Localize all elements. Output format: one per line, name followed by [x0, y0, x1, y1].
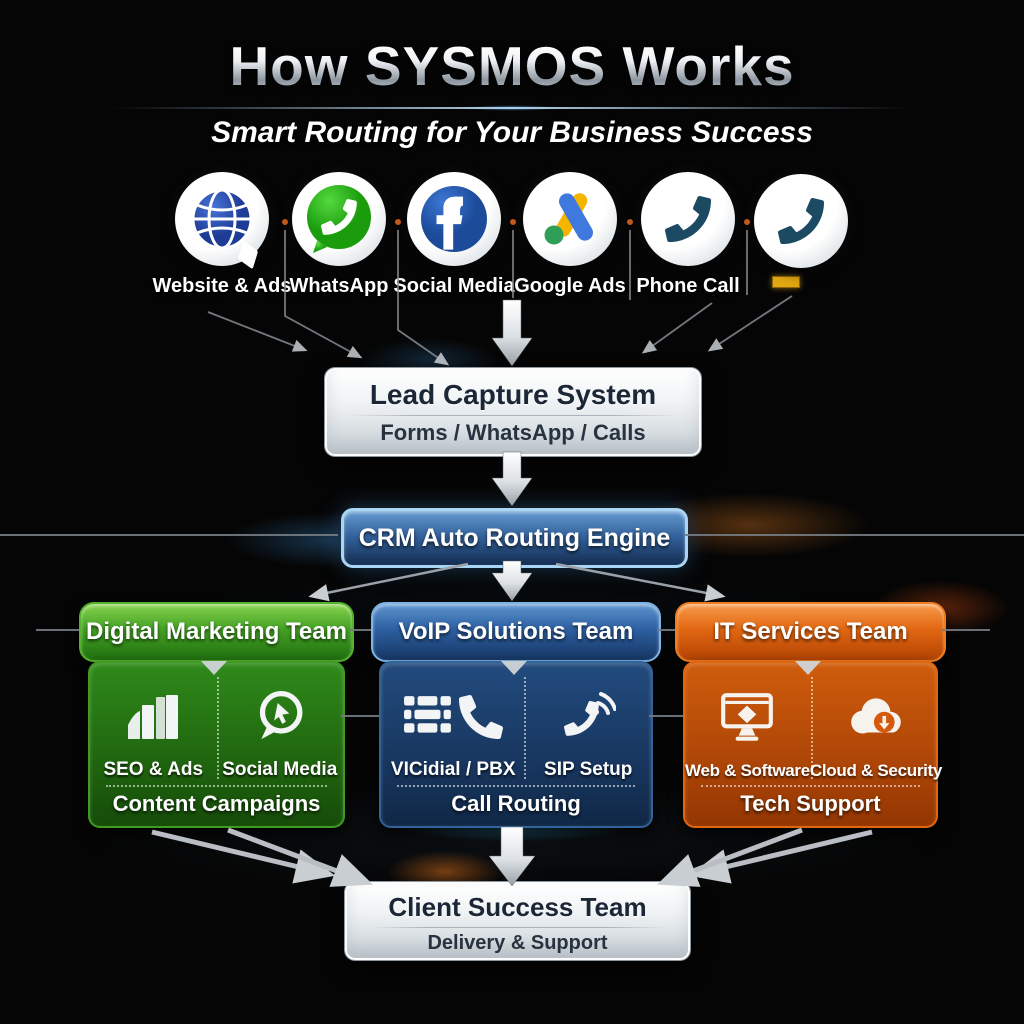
divider — [349, 415, 677, 416]
team-cell: Social Media — [217, 675, 344, 783]
cloud-download-icon — [845, 675, 907, 761]
source-google-ads: Google Ads — [500, 172, 640, 298]
team-cell: Cloud & Security — [810, 675, 942, 783]
cell-label: SEO & Ads — [103, 759, 204, 780]
chat-cursor-icon — [251, 675, 309, 759]
title-divider — [112, 105, 912, 111]
lead-capture-title: Lead Capture System — [369, 379, 657, 410]
team-footer: Content Campaigns — [112, 791, 321, 816]
page-title: How SYSMOS Works — [0, 34, 1024, 98]
team-name: Digital Marketing Team — [86, 618, 347, 645]
page-subtitle: Smart Routing for Your Business Success — [211, 116, 813, 149]
cell-label: Web & Software — [685, 761, 810, 780]
lead-capture-subtitle: Forms / WhatsApp / Calls — [380, 420, 646, 445]
team-cell: SIP Setup — [525, 675, 651, 783]
google-ads-glyph — [544, 193, 593, 245]
team-header-digital-marketing: Digital Marketing Team — [79, 602, 354, 662]
globe-icon — [191, 188, 253, 250]
phone-glyph — [665, 196, 711, 242]
yellow-marker — [772, 276, 800, 288]
client-success-box: Client Success Team Delivery & Support — [345, 882, 690, 960]
lead-capture-box: Lead Capture System Forms / WhatsApp / C… — [325, 368, 701, 456]
client-success-title: Client Success Team — [388, 892, 647, 922]
team-name: IT Services Team — [713, 618, 908, 645]
team-header-voip: VoIP Solutions Team — [371, 602, 661, 662]
team-cell: VICidial / PBX — [381, 675, 525, 783]
client-success-subtitle: Delivery & Support — [427, 932, 608, 954]
team-body-it-services: Web & Software — [683, 661, 942, 828]
vertical-divider — [524, 677, 527, 779]
horizontal-divider — [397, 785, 635, 787]
team-cell: SEO & Ads — [90, 675, 217, 783]
divider — [369, 927, 666, 928]
team-body-digital-marketing: SEO & Ads Social Media Content Campaigns — [88, 661, 345, 828]
bar-chart-icon — [124, 675, 182, 759]
cell-label: VICidial / PBX — [390, 759, 516, 780]
google-ads-icon — [523, 172, 617, 266]
whatsapp-icon — [292, 172, 386, 266]
phone-glyph — [778, 198, 824, 244]
cell-label: Social Media — [222, 759, 338, 780]
vertical-divider — [216, 677, 219, 779]
horizontal-divider — [701, 785, 920, 787]
facebook-icon — [407, 172, 501, 266]
source-phone-2 — [731, 174, 871, 277]
horizontal-divider — [106, 785, 327, 787]
source-website-ads: Website & Ads — [152, 172, 292, 298]
team-footer: Tech Support — [740, 791, 881, 816]
crm-routing-box: CRM Auto Routing Engine — [341, 508, 688, 568]
team-header-it-services: IT Services Team — [675, 602, 946, 662]
vertical-divider — [810, 677, 813, 779]
cell-label: SIP Setup — [544, 759, 633, 780]
monitor-diamond-icon — [718, 675, 776, 761]
team-name: VoIP Solutions Team — [398, 618, 634, 645]
whatsapp-glyph — [307, 185, 371, 253]
team-footer: Call Routing — [451, 791, 581, 816]
pbx-grid-phone-icon — [403, 675, 504, 759]
source-label: Phone Call — [636, 275, 740, 297]
crm-routing-title: CRM Auto Routing Engine — [358, 523, 671, 552]
phone-icon — [754, 174, 848, 268]
bubble-tail — [237, 240, 259, 270]
cell-label: Cloud & Security — [809, 761, 943, 780]
globe-bubble-icon — [175, 172, 269, 270]
facebook-glyph — [421, 186, 487, 252]
phone-signal-icon — [560, 675, 617, 759]
source-label: Google Ads — [514, 275, 626, 297]
team-cell: Web & Software — [685, 675, 810, 783]
source-label: Website & Ads — [152, 275, 292, 297]
team-body-voip: VICidial / PBX SIP Setup — [379, 661, 653, 828]
phone-icon — [641, 172, 735, 266]
source-phone-call: Phone Call — [618, 172, 758, 298]
